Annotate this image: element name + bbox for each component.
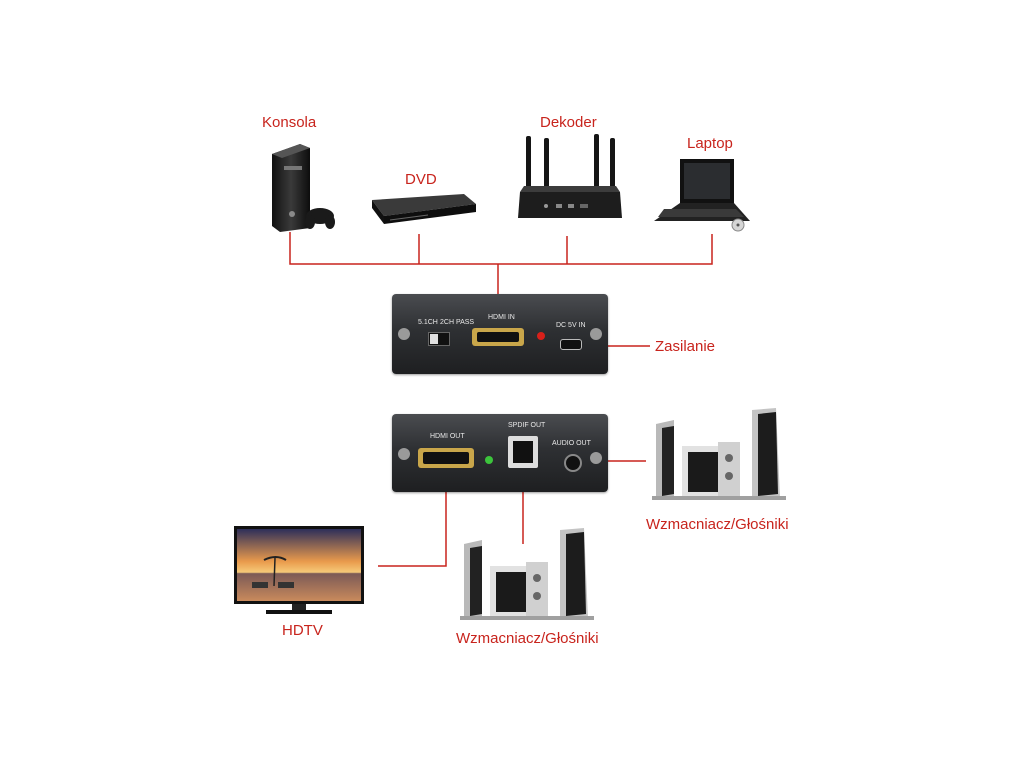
laptop-label: Laptop [687, 135, 733, 152]
dvd-label: DVD [405, 171, 437, 188]
hdmi-in-port-opening [477, 332, 519, 342]
hdmi-out-port[interactable] [418, 448, 474, 468]
hdtv-image [234, 526, 364, 614]
screw-icon-left [398, 328, 410, 340]
dc-in-port[interactable] [560, 339, 582, 350]
wire-hdtv [378, 468, 447, 567]
spdif-out-port[interactable] [508, 436, 538, 468]
amp-bottom-label: Wzmacniacz/Głośniki [456, 630, 599, 647]
game-console-image [272, 144, 335, 232]
hdtv-label: HDTV [282, 622, 323, 639]
screw-icon-right [590, 328, 602, 340]
decoder-label: Dekoder [540, 114, 597, 131]
hdmi-out-label: HDMI OUT [430, 433, 465, 440]
power-label: Zasilanie [655, 338, 716, 355]
amp-right-label: Wzmacniacz/Głośniki [646, 516, 789, 533]
output-led [485, 456, 493, 464]
console-label: Konsola [262, 114, 317, 131]
screw-icon-right-output [590, 452, 602, 464]
hdmi-out-port-opening [423, 452, 469, 464]
audio-out-jack[interactable] [564, 454, 582, 472]
speakers-image-bottom [460, 528, 594, 620]
extractor-input-panel: 5.1CH 2CH PASS HDMI IN DC 5V IN [392, 294, 608, 374]
decoder-image [518, 134, 622, 218]
laptop-image [654, 159, 750, 232]
mode-switch[interactable] [428, 332, 450, 346]
speakers-image-right [652, 408, 786, 500]
mode-switch-knob [430, 334, 438, 344]
dc-in-label: DC 5V IN [556, 322, 586, 329]
extractor-output-panel: HDMI OUT SPDIF OUT AUDIO OUT [392, 414, 608, 492]
hdmi-in-label: HDMI IN [488, 314, 515, 321]
mode-switch-label-2ch: 2CH PASS [440, 319, 475, 326]
input-led [537, 332, 545, 340]
spdif-out-port-opening [513, 441, 533, 463]
dvd-player-image [372, 194, 476, 224]
wire-console [289, 232, 713, 265]
screw-icon-left-output [398, 448, 410, 460]
audio-out-label: AUDIO OUT [552, 440, 591, 447]
hdmi-in-port[interactable] [472, 328, 524, 346]
spdif-out-label: SPDIF OUT [508, 422, 546, 429]
mode-switch-label-51ch: 5.1CH [418, 319, 438, 326]
